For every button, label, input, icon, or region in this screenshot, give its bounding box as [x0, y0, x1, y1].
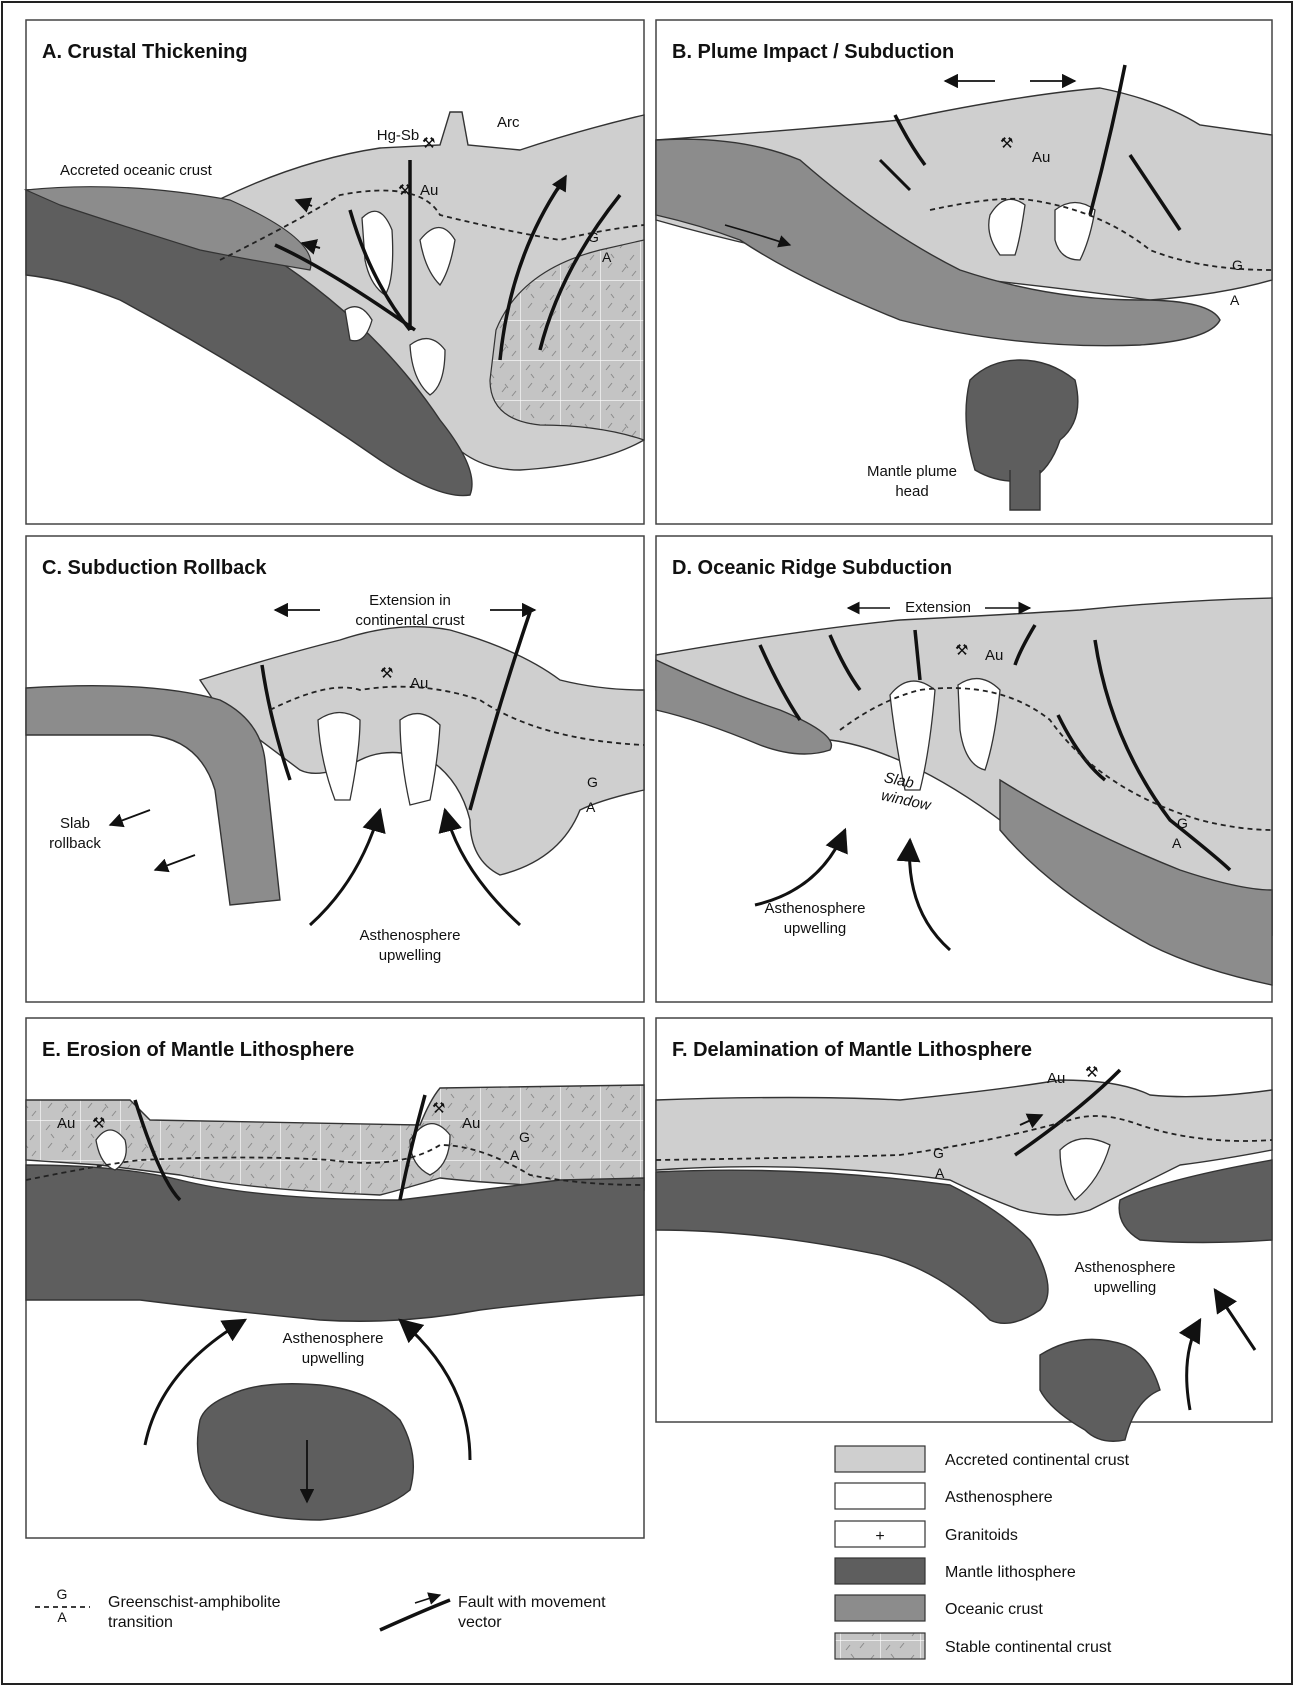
mantle-plume-stem-shape [1010, 470, 1040, 510]
label-asthenosphere-d-2: upwelling [784, 920, 847, 937]
mine-icon-f: ⚒ [1085, 1064, 1098, 1081]
panel-a-title: A. Crustal Thickening [42, 41, 248, 63]
mine-icon-a2: ⚒ [398, 182, 411, 199]
panel-b-title: B. Plume Impact / Subduction [672, 41, 954, 63]
label-mantle-plume-2: head [895, 483, 928, 500]
label-au-c: Au [410, 675, 428, 692]
legend-label-granitoids: Granitoids [945, 1527, 1018, 1544]
panel-f-title: F. Delamination of Mantle Lithosphere [672, 1039, 1032, 1061]
label-au-e-right: Au [462, 1115, 480, 1132]
panel-e-title: E. Erosion of Mantle Lithosphere [42, 1039, 354, 1061]
label-g-b: G [1232, 257, 1243, 273]
label-au-d: Au [985, 647, 1003, 664]
lithosphere-block-shape-e [198, 1384, 414, 1520]
legend-swatch-asthenosphere [835, 1483, 925, 1509]
legend-label-stable: Stable continental crust [945, 1639, 1112, 1656]
panel-e: E. Erosion of Mantle Lithosphere ⚒ Au ⚒ … [26, 1018, 644, 1538]
mine-icon-b: ⚒ [1000, 135, 1013, 152]
legend-swatch-mantle [835, 1558, 925, 1584]
legend-swatch-accreted [835, 1446, 925, 1472]
label-g-f: G [933, 1145, 944, 1161]
label-a-a: A [602, 249, 612, 265]
mine-icon-e1: ⚒ [92, 1115, 105, 1132]
legend-fault-label-1: Fault with movement [458, 1594, 606, 1611]
legend-ga-g: G [57, 1586, 68, 1602]
label-a-f: A [935, 1165, 945, 1181]
legend-ga-label-2: transition [108, 1614, 173, 1631]
legend-swatch-stable [835, 1633, 925, 1659]
label-au-e-left: Au [57, 1115, 75, 1132]
label-asthenosphere-f-2: upwelling [1094, 1279, 1157, 1296]
label-a-b: A [1230, 292, 1240, 308]
label-asthenosphere-f-1: Asthenosphere [1075, 1259, 1176, 1276]
label-slab-c-1: Slab [60, 815, 90, 832]
label-asthenosphere-c-1: Asthenosphere [360, 927, 461, 944]
label-accreted-oceanic-crust: Accreted oceanic crust [60, 162, 213, 179]
panel-f: F. Delamination of Mantle Lithosphere ⚒ … [656, 1018, 1272, 1441]
label-extension-c-1: Extension in [369, 592, 451, 609]
label-extension-d: Extension [905, 599, 971, 616]
mine-icon-d: ⚒ [955, 642, 968, 659]
label-asthenosphere-e-1: Asthenosphere [283, 1330, 384, 1347]
label-au-f: Au [1047, 1070, 1065, 1087]
mine-icon-e2: ⚒ [432, 1100, 445, 1117]
label-g-c: G [587, 774, 598, 790]
legend-label-mantle: Mantle lithosphere [945, 1564, 1076, 1581]
label-hg-sb: Hg-Sb [377, 127, 420, 144]
label-au-b: Au [1032, 149, 1050, 166]
label-g-e: G [519, 1129, 530, 1145]
label-asthenosphere-d-1: Asthenosphere [765, 900, 866, 917]
label-a-d: A [1172, 835, 1182, 851]
legend-label-asthenosphere: Asthenosphere [945, 1489, 1053, 1506]
panel-b: B. Plume Impact / Subduction ⚒ Au Mantle… [656, 20, 1272, 524]
label-asthenosphere-e-2: upwelling [302, 1350, 365, 1367]
label-mantle-plume-1: Mantle plume [867, 463, 957, 480]
legend-ga-label-1: Greenschist-amphibolite [108, 1594, 281, 1611]
panel-c-title: C. Subduction Rollback [42, 557, 267, 579]
label-g-a: G [588, 229, 599, 245]
legend-label-accreted: Accreted continental crust [945, 1452, 1130, 1469]
legend-granitoid-symbol: + [875, 1528, 884, 1545]
panel-d-title: D. Oceanic Ridge Subduction [672, 557, 952, 579]
label-a-c: A [586, 799, 596, 815]
mine-icon-a1: ⚒ [422, 135, 435, 152]
panel-a: A. Crustal Thickening Hg-Sb Arc Accreted… [26, 20, 644, 524]
mine-icon-c: ⚒ [380, 665, 393, 682]
label-arc: Arc [497, 114, 520, 131]
legend-fault-label-2: vector [458, 1614, 502, 1631]
label-extension-c-2: continental crust [355, 612, 465, 629]
label-au-a: Au [420, 182, 438, 199]
panel-c: C. Subduction Rollback Extension in cont… [26, 536, 644, 1002]
label-a-e: A [510, 1147, 520, 1163]
legend-label-oceanic: Oceanic crust [945, 1601, 1043, 1618]
panel-d: D. Oceanic Ridge Subduction Extension ⚒ … [656, 536, 1272, 1002]
label-slab-c-2: rollback [49, 835, 101, 852]
legend-swatch-oceanic [835, 1595, 925, 1621]
legend-ga-a: A [57, 1609, 67, 1625]
label-asthenosphere-c-2: upwelling [379, 947, 442, 964]
label-g-d: G [1177, 815, 1188, 831]
